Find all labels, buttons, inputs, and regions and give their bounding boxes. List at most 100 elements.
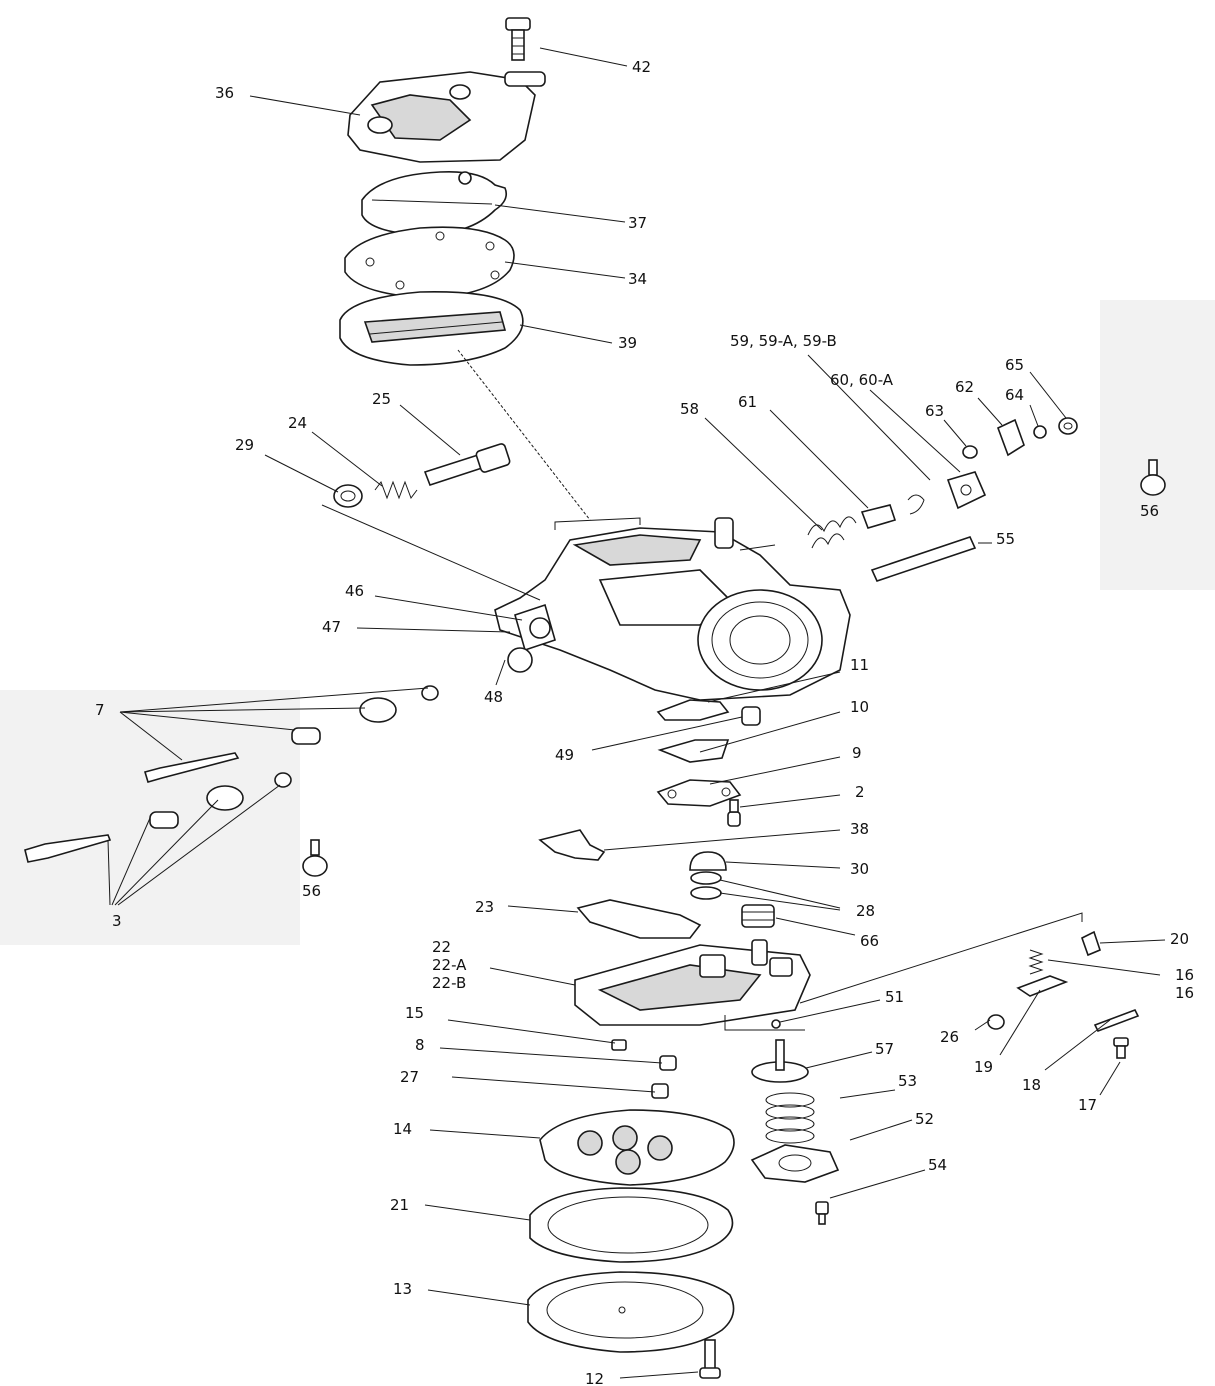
part-29-cap: [333, 484, 363, 508]
part-22-lower-body: [574, 939, 811, 1026]
callout-19: 19: [974, 1058, 993, 1076]
part-49-bushing: [741, 706, 761, 726]
callout-2: 2: [855, 783, 865, 801]
callout-48: 48: [484, 688, 503, 706]
callout-64: 64: [1005, 386, 1024, 404]
part-51-ball: [771, 1019, 781, 1029]
part-62-collar: [996, 418, 1025, 457]
callout-42: 42: [632, 58, 651, 76]
callout-65: 65: [1005, 356, 1024, 374]
part-21-gasket: [529, 1187, 734, 1263]
part-26-cap: [987, 1014, 1005, 1030]
callout-49: 49: [555, 746, 574, 764]
part-3-needle-assembly: [24, 772, 292, 863]
callout-66: 66: [860, 932, 879, 950]
part-2-screw: [727, 799, 741, 827]
callout-15: 15: [405, 1004, 424, 1022]
callout-34: 34: [628, 270, 647, 288]
part-20-needle-valve: [1081, 930, 1101, 957]
carburetor-body: [494, 517, 851, 701]
part-27-screw: [651, 1083, 669, 1099]
part-57-diaphragm-valve: [751, 1039, 809, 1083]
part-12-screw: [699, 1339, 721, 1379]
callout-16-bottom: 16: [1175, 984, 1194, 1002]
callout-30: 30: [850, 860, 869, 878]
part-13-cover: [527, 1271, 735, 1353]
part-17-screw: [1113, 1037, 1129, 1059]
callout-28: 28: [856, 902, 875, 920]
callout-51: 51: [885, 988, 904, 1006]
part-24-spring: [374, 480, 418, 500]
part-52-cover: [750, 1144, 840, 1183]
part-37-diaphragm: [361, 170, 508, 236]
part-14-diaphragm: [539, 1109, 735, 1186]
callout-7: 7: [95, 701, 105, 719]
callout-58: 58: [680, 400, 699, 418]
part-8-screw: [659, 1055, 677, 1071]
callout-3: 3: [112, 912, 122, 930]
part-30-cap: [689, 851, 727, 871]
callout-9: 9: [852, 744, 862, 762]
part-39-gasket: [339, 291, 524, 366]
part-54-screw: [815, 1201, 829, 1225]
callout-12: 12: [585, 1370, 604, 1386]
callout-36: 36: [215, 84, 234, 102]
callout-13: 13: [393, 1280, 412, 1298]
callout-56-left: 56: [302, 882, 321, 900]
part-60-lever: [946, 471, 987, 510]
callout-62: 62: [955, 378, 974, 396]
part-38-lever: [538, 829, 606, 861]
callout-47: 47: [322, 618, 341, 636]
callout-10: 10: [850, 698, 869, 716]
callout-18: 18: [1022, 1076, 1041, 1094]
callout-16-top: 16: [1175, 966, 1194, 984]
callout-27: 27: [400, 1068, 419, 1086]
callout-61: 61: [738, 393, 757, 411]
callout-38: 38: [850, 820, 869, 838]
callout-52: 52: [915, 1110, 934, 1128]
part-18-pin: [1093, 1008, 1140, 1033]
part-36-pump-cover: [347, 71, 546, 163]
callout-11: 11: [850, 656, 869, 674]
part-7-needle-assembly: [143, 685, 439, 783]
part-53-spring: [765, 1092, 815, 1144]
callout-17: 17: [1078, 1096, 1097, 1114]
callout-26: 26: [940, 1028, 959, 1046]
part-15-screw: [611, 1039, 627, 1051]
callout-59: 59, 59-A, 59-B: [730, 332, 837, 350]
callout-labels: 42 36 37 34 39 59, 59-A, 59-B 60, 60-A 6…: [95, 58, 1194, 1386]
callout-39: 39: [618, 334, 637, 352]
part-65-nut: [1058, 417, 1078, 435]
callout-20: 20: [1170, 930, 1189, 948]
callout-57: 57: [875, 1040, 894, 1058]
part-25-adjust-screw: [423, 443, 511, 486]
callout-54: 54: [928, 1156, 947, 1174]
callout-25: 25: [372, 390, 391, 408]
part-55-shaft: [870, 536, 977, 582]
callout-55: 55: [996, 530, 1015, 548]
part-16-spring: [1028, 949, 1044, 975]
callout-8: 8: [415, 1036, 425, 1054]
part-56-fitting-right: [1140, 459, 1166, 496]
callout-37: 37: [628, 214, 647, 232]
callout-60: 60, 60-A: [830, 371, 894, 389]
part-66-valve: [741, 904, 775, 928]
callout-56-right: 56: [1140, 502, 1159, 520]
callout-14: 14: [393, 1120, 412, 1138]
part-28-o-rings: [690, 871, 722, 900]
leader-lines: [107, 47, 1166, 1379]
part-9-plate: [656, 779, 742, 807]
part-19-lever: [1016, 975, 1069, 997]
part-58-spring: [807, 516, 857, 549]
part-59-spring: [907, 494, 925, 515]
part-34-gasket: [344, 226, 515, 299]
callout-24: 24: [288, 414, 307, 432]
part-10-plate: [657, 739, 730, 763]
callout-23: 23: [475, 898, 494, 916]
part-63-washer: [962, 445, 978, 459]
right-panel-bg: [1100, 300, 1215, 590]
part-11-plate: [656, 699, 730, 721]
callout-46: 46: [345, 582, 364, 600]
part-23-cover: [576, 899, 702, 939]
callout-22: 22: [432, 938, 451, 956]
